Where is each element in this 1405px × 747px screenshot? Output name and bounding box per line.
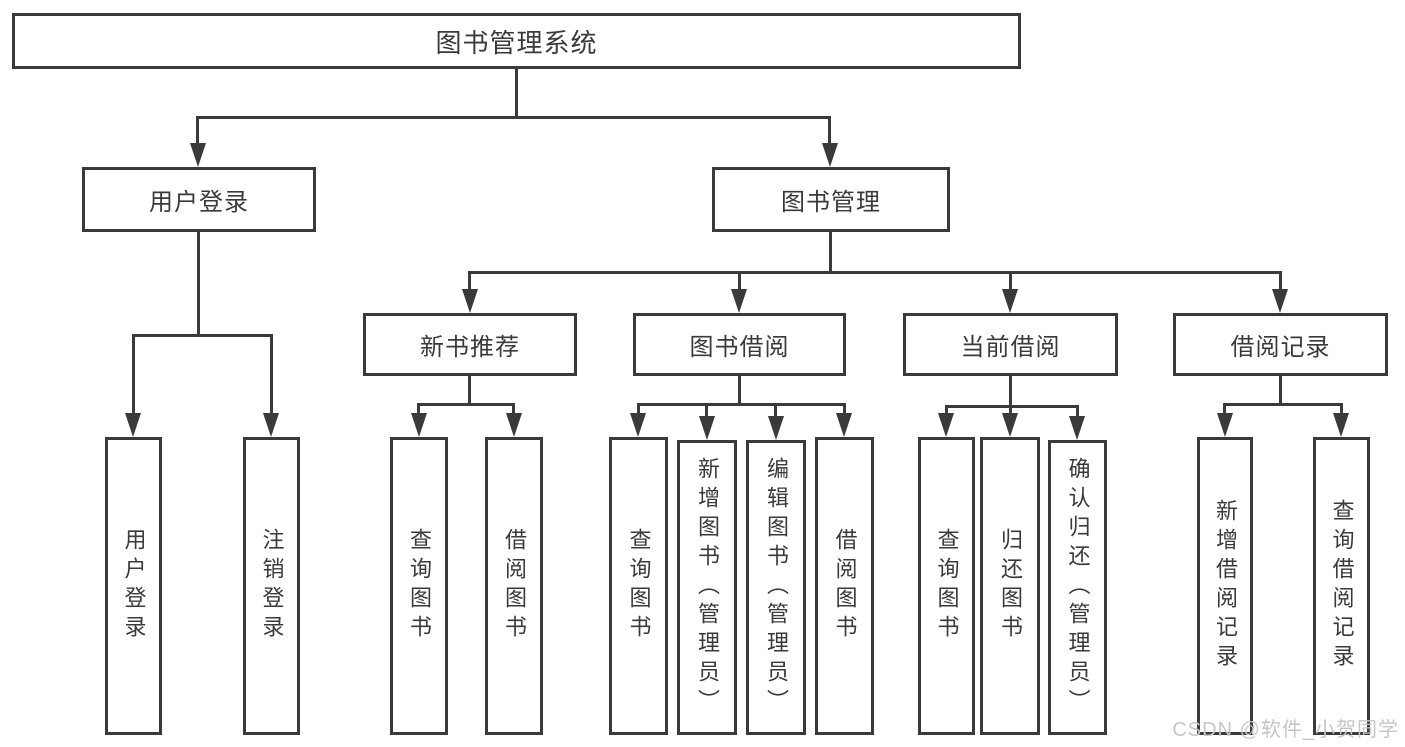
- node-rec-query: 查询图书: [390, 437, 448, 735]
- arrowhead-down: [411, 413, 427, 437]
- arrowhead-down: [699, 416, 715, 440]
- node-br-add-label: 新增借阅记录: [1213, 499, 1238, 673]
- node-login-label: 用户登录: [121, 528, 147, 644]
- edge-drop-book-mgmt: [828, 116, 831, 144]
- edge-book-mgmt-rail: [468, 271, 1282, 274]
- node-record-label: 借阅记录: [1230, 334, 1331, 361]
- node-borrow: 图书借阅: [633, 313, 846, 376]
- node-cb-query-label: 查询图书: [934, 528, 960, 644]
- node-bb-borrow-label: 借阅图书: [832, 528, 858, 644]
- node-rec-borrow-label: 借阅图书: [502, 528, 527, 644]
- node-user-login: 用户登录: [82, 167, 316, 232]
- node-bb-query: 查询图书: [609, 437, 668, 735]
- edge-current-stem: [1009, 376, 1012, 407]
- edge-drop-borrow: [738, 271, 741, 291]
- node-bb-edit-label: 编辑图书（管理员）: [764, 457, 789, 718]
- edge-book-mgmt-stem: [829, 232, 832, 273]
- node-bb-query-label: 查询图书: [626, 528, 652, 644]
- node-book-mgmt: 图书管理: [712, 167, 950, 232]
- node-book-mgmt-label: 图书管理: [781, 189, 881, 216]
- edge-drop-logout: [270, 334, 273, 414]
- node-bb-add: 新增图书（管理员）: [677, 440, 737, 735]
- edge-drop-bb-borrow: [843, 403, 846, 414]
- node-bb-add-label: 新增图书（管理员）: [695, 457, 720, 718]
- edge-drop-bb-edit: [774, 403, 777, 416]
- edge-root-rail: [196, 116, 831, 119]
- edge-new-rec-stem: [468, 376, 471, 405]
- edge-user-login-rail: [132, 334, 273, 337]
- watermark: CSDN @软件_小贺同学: [1172, 719, 1399, 741]
- node-root-label: 图书管理系统: [435, 27, 598, 58]
- edge-drop-new-rec: [468, 271, 471, 291]
- arrowhead-down: [462, 289, 478, 313]
- arrowhead-down: [1272, 289, 1288, 313]
- arrowhead-down: [822, 143, 838, 167]
- arrowhead-down: [1069, 416, 1085, 440]
- edge-drop-cb-query: [945, 405, 948, 414]
- node-bb-borrow: 借阅图书: [815, 437, 874, 735]
- edge-root-stem: [515, 68, 518, 119]
- node-cb-return-label: 归还图书: [998, 528, 1023, 644]
- edge-drop-bb-query: [637, 403, 640, 414]
- node-br-query-label: 查询借阅记录: [1329, 499, 1355, 673]
- node-bb-edit: 编辑图书（管理员）: [746, 440, 806, 735]
- node-borrow-label: 图书借阅: [689, 334, 790, 361]
- arrowhead-down: [731, 289, 747, 313]
- arrowhead-down: [836, 413, 852, 437]
- edge-current-rail: [945, 405, 1079, 408]
- edge-borrow-stem: [738, 376, 741, 405]
- arrowhead-down: [263, 413, 279, 437]
- node-current: 当前借阅: [903, 313, 1118, 376]
- edge-new-rec-rail: [417, 403, 515, 406]
- arrowhead-down: [1333, 413, 1349, 437]
- arrowhead-down: [630, 413, 646, 437]
- arrowhead-down: [125, 413, 141, 437]
- edge-drop-current: [1009, 271, 1012, 291]
- node-new-rec: 新书推荐: [363, 313, 577, 376]
- edge-user-login-stem: [197, 232, 200, 336]
- edge-record-stem: [1279, 376, 1282, 405]
- arrowhead-down: [1217, 413, 1233, 437]
- node-cb-query: 查询图书: [918, 437, 975, 735]
- node-cb-confirm: 确认归还（管理员）: [1048, 440, 1107, 735]
- arrowhead-down: [190, 143, 206, 167]
- edge-borrow-rail: [637, 403, 846, 406]
- arrowhead-down: [938, 413, 954, 437]
- edge-drop-br-query: [1340, 403, 1343, 414]
- arrowhead-down: [1002, 413, 1018, 437]
- edge-drop-rec-query: [417, 403, 420, 414]
- node-record: 借阅记录: [1173, 313, 1388, 376]
- node-cb-return: 归还图书: [980, 437, 1040, 735]
- node-new-rec-label: 新书推荐: [420, 334, 520, 361]
- edge-drop-user-login: [196, 116, 199, 144]
- node-root: 图书管理系统: [12, 13, 1021, 69]
- edge-record-rail: [1223, 403, 1343, 406]
- node-current-label: 当前借阅: [960, 334, 1061, 361]
- edge-drop-bb-add: [705, 403, 708, 416]
- arrowhead-down: [506, 413, 522, 437]
- arrowhead-down: [1002, 289, 1018, 313]
- node-rec-borrow: 借阅图书: [485, 437, 543, 735]
- edge-drop-br-add: [1223, 403, 1226, 414]
- edge-drop-login: [132, 334, 135, 414]
- edge-drop-cb-confirm: [1076, 405, 1079, 417]
- edge-drop-rec-borrow: [512, 403, 515, 414]
- node-login: 用户登录: [105, 437, 162, 735]
- node-br-query: 查询借阅记录: [1313, 437, 1370, 735]
- node-logout: 注销登录: [243, 437, 300, 735]
- node-br-add: 新增借阅记录: [1197, 437, 1253, 735]
- arrowhead-down: [768, 416, 784, 440]
- node-cb-confirm-label: 确认归还（管理员）: [1065, 457, 1091, 718]
- edge-drop-cb-return: [1009, 405, 1012, 414]
- node-logout-label: 注销登录: [259, 528, 285, 644]
- edge-drop-record: [1279, 271, 1282, 291]
- node-user-login-label: 用户登录: [149, 189, 249, 216]
- node-rec-query-label: 查询图书: [407, 528, 432, 644]
